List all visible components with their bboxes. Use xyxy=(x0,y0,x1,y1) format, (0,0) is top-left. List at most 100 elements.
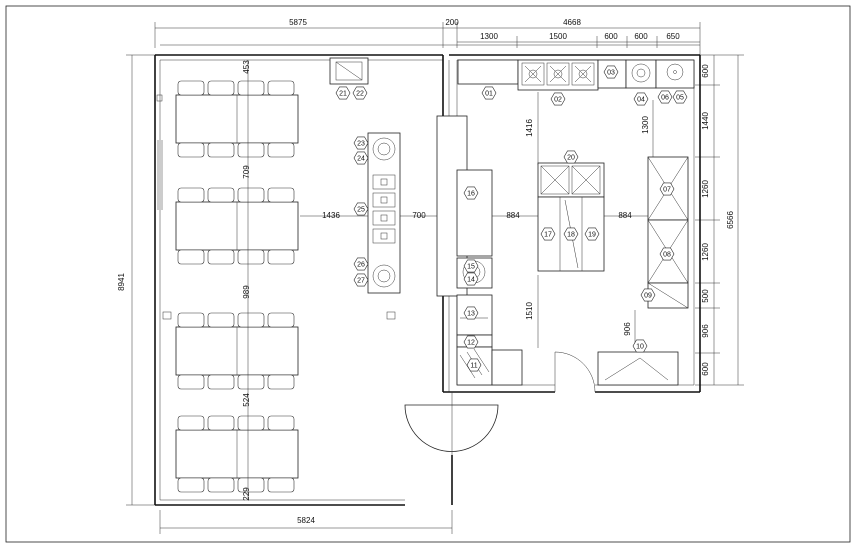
equipment-tag: 08 xyxy=(659,247,675,261)
dining-chair xyxy=(177,187,205,203)
equipment-tag-label: 15 xyxy=(467,264,475,271)
dim-dining-989: 989 xyxy=(242,285,251,299)
bottom-dimension-line xyxy=(159,510,453,534)
equipment-tag-label: 25 xyxy=(357,207,365,214)
dining-chair xyxy=(177,415,205,431)
dim-bottom-dining: 5824 xyxy=(297,516,315,525)
dim-top-kitchen: 4668 xyxy=(563,18,581,27)
equipment-tag-label: 03 xyxy=(607,70,615,77)
dim-middle-884a: 884 xyxy=(506,211,520,220)
equipment-10 xyxy=(597,351,679,386)
dim-right-overall: 6566 xyxy=(726,211,735,229)
equipment-tag-label: 20 xyxy=(567,155,575,162)
equipment-tag: 01 xyxy=(481,86,497,100)
dim-right-5: 500 xyxy=(701,289,710,303)
equipment-tag-label: 12 xyxy=(467,340,475,347)
equipment-tag: 10 xyxy=(632,339,648,353)
dining-chair xyxy=(237,477,265,493)
dim-kitchen-906: 906 xyxy=(623,322,632,336)
equipment-tag: 26 xyxy=(353,257,369,271)
dim-right-4: 1260 xyxy=(701,243,710,261)
equipment-tag: 13 xyxy=(463,306,479,320)
dining-chair xyxy=(177,249,205,265)
dining-tables xyxy=(175,80,299,493)
equipment-20-sink xyxy=(537,162,605,198)
dining-chair xyxy=(267,312,295,328)
equipment-tag: 02 xyxy=(550,92,566,106)
equipment-tag-label: 08 xyxy=(663,252,671,259)
equipment-tag: 19 xyxy=(584,227,600,241)
equipment-04-wok xyxy=(625,59,657,89)
equipment-tag: 22 xyxy=(352,86,368,100)
equipment-tag-label: 21 xyxy=(339,91,347,98)
dining-chair xyxy=(207,142,235,158)
dining-chair xyxy=(267,415,295,431)
dining-chair xyxy=(177,374,205,390)
equipment-tag-label: 17 xyxy=(544,232,552,239)
dining-chair xyxy=(207,249,235,265)
equipment-tag-label: 05 xyxy=(676,95,684,102)
equipment-tag-label: 02 xyxy=(554,97,562,104)
dining-chair xyxy=(267,374,295,390)
equipment-tag: 15 xyxy=(463,259,479,273)
equipment-tag: 14 xyxy=(463,272,479,286)
equipment-tag-label: 23 xyxy=(357,141,365,148)
equipment-tag-label: 14 xyxy=(467,277,475,284)
dim-middle-1436: 1436 xyxy=(322,211,340,220)
dining-chair xyxy=(207,415,235,431)
equipment-tag: 04 xyxy=(633,92,649,106)
dining-chair xyxy=(237,415,265,431)
dining-chair xyxy=(237,312,265,328)
equipment-tag: 17 xyxy=(540,227,556,241)
equipment-11-sink xyxy=(491,349,523,386)
dim-top-wall: 200 xyxy=(445,18,459,27)
dining-chair xyxy=(207,477,235,493)
equipment-tag: 24 xyxy=(353,151,369,165)
dining-chair xyxy=(267,142,295,158)
dining-chair xyxy=(267,249,295,265)
dining-chair xyxy=(237,187,265,203)
dim-kitchen-1300: 1300 xyxy=(641,116,650,134)
equipment-tag: 20 xyxy=(563,150,579,164)
equipment-tag-label: 19 xyxy=(588,232,596,239)
equipment-03 xyxy=(597,59,627,89)
dim-right-7: 600 xyxy=(701,362,710,376)
dim-right-1: 600 xyxy=(701,64,710,78)
dim-right-3: 1260 xyxy=(701,180,710,198)
dining-chair xyxy=(237,142,265,158)
dim-middle-884b: 884 xyxy=(618,211,632,220)
equipment-tag: 25 xyxy=(353,202,369,216)
equipment-tag-label: 04 xyxy=(637,97,645,104)
kitchen-door-swing xyxy=(554,351,596,393)
dim-right-2: 1440 xyxy=(701,112,710,130)
dining-chair xyxy=(177,80,205,96)
dining-chair xyxy=(267,187,295,203)
dim-top-sub-4: 600 xyxy=(634,32,648,41)
equipment-tag: 23 xyxy=(353,136,369,150)
dining-chair xyxy=(177,142,205,158)
dining-chair xyxy=(237,80,265,96)
dining-chair xyxy=(237,249,265,265)
equipment-tag-label: 26 xyxy=(357,262,365,269)
dining-chair xyxy=(177,477,205,493)
equipment-tag-label: 13 xyxy=(467,311,475,318)
dim-right-6: 906 xyxy=(701,324,710,338)
equipment-tag-label: 22 xyxy=(356,91,364,98)
equipment-05-sink xyxy=(655,59,695,89)
equipment-tag: 21 xyxy=(335,86,351,100)
equipment-tag: 11 xyxy=(466,358,482,372)
equipment-tag: 07 xyxy=(659,182,675,196)
equipment-tag-label: 24 xyxy=(357,156,365,163)
dim-dining-709: 709 xyxy=(242,165,251,179)
dining-chair xyxy=(267,80,295,96)
dim-kitchen-1510: 1510 xyxy=(525,302,534,320)
dim-kitchen-1416: 1416 xyxy=(525,119,534,137)
dining-chair xyxy=(177,312,205,328)
top-dimension-lines xyxy=(154,22,701,60)
dim-dining-229: 229 xyxy=(242,487,251,501)
equipment-tag: 05 xyxy=(672,90,688,104)
dim-middle-700: 700 xyxy=(412,211,426,220)
dim-top-sub-2: 1500 xyxy=(549,32,567,41)
